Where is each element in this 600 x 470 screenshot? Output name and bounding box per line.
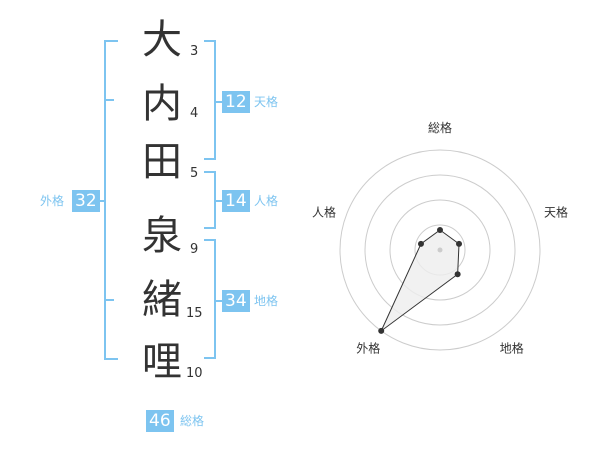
radar-point-2: [456, 240, 463, 247]
radar-point-1: [437, 227, 443, 233]
name-char-2: 内: [142, 81, 182, 127]
gaikaku-bracket-tick: [104, 299, 114, 301]
gaikaku-connector: [96, 200, 106, 202]
radar-axis-label-2: 天格: [544, 204, 568, 219]
radar-axis-label-4: 外格: [356, 341, 380, 356]
gaikaku-bracket-tick: [104, 99, 114, 101]
radar-ring: [339, 149, 541, 351]
radar-point-5: [417, 240, 424, 247]
radar-ring: [364, 174, 516, 326]
name-char-3: 田: [142, 139, 182, 185]
stroke-count-1: 3: [190, 44, 199, 59]
soukaku-value: 46: [146, 410, 174, 432]
radar-polygon: [380, 229, 460, 332]
radar-axis-label-1: 総格: [428, 120, 452, 135]
tenkaku-label: 天格: [254, 95, 279, 109]
tenkaku-bracket: [204, 40, 216, 160]
stroke-count-4: 9: [190, 242, 199, 257]
jinkaku-value: 14: [222, 190, 250, 212]
radar-axis-label-3: 地格: [500, 341, 524, 356]
chikaku-bracket: [204, 239, 216, 359]
jinkaku-label: 人格: [254, 194, 279, 208]
name-char-1: 大: [142, 17, 182, 63]
soukaku-label: 総格: [180, 414, 205, 428]
tenkaku-connector: [214, 101, 222, 103]
tenkaku-value: 12: [222, 91, 250, 113]
chikaku-value: 34: [222, 290, 250, 312]
radar-point-4: [378, 327, 385, 334]
stroke-count-5: 15: [186, 306, 203, 321]
stroke-count-2: 4: [190, 106, 199, 121]
radar-center: [437, 247, 443, 253]
chikaku-label: 地格: [254, 294, 279, 308]
name-char-5: 緒: [142, 277, 182, 323]
radar-ring: [389, 199, 491, 301]
radar-point-3: [454, 271, 461, 278]
name-char-4: 泉: [142, 213, 182, 259]
gaikaku-value: 32: [72, 190, 100, 212]
radar-axis-label-5: 人格: [312, 204, 336, 219]
chikaku-connector: [214, 300, 222, 302]
stroke-count-3: 5: [190, 166, 199, 181]
name-char-6: 哩: [142, 339, 182, 385]
gaikaku-label: 外格: [40, 194, 65, 208]
jinkaku-connector: [214, 200, 222, 202]
stroke-count-6: 10: [186, 366, 203, 381]
